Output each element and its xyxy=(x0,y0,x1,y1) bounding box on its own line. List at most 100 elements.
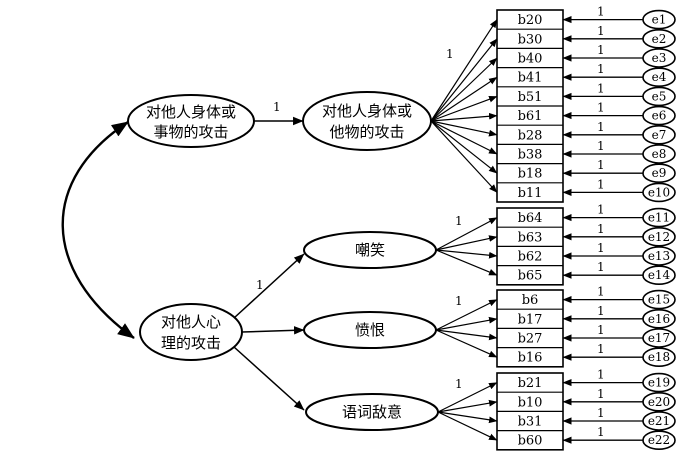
error-weight: 1 xyxy=(597,24,605,38)
loading-path xyxy=(430,120,498,174)
error-label: e11 xyxy=(648,211,670,225)
loading-path xyxy=(435,217,498,251)
error-weight: 1 xyxy=(597,203,605,217)
loading-path xyxy=(435,235,498,251)
loading-path xyxy=(430,120,498,155)
loading-path xyxy=(435,249,498,276)
indicator-label: b63 xyxy=(518,230,543,245)
error-weight: 1 xyxy=(597,285,605,299)
error-label: e20 xyxy=(648,395,670,409)
latent-label: 愤恨 xyxy=(355,321,385,339)
covariance-arc xyxy=(61,120,135,339)
indicator-label: b60 xyxy=(518,434,543,449)
error-label: e22 xyxy=(648,433,670,447)
weight-f4-first: 1 xyxy=(455,377,463,391)
indicator-label: b38 xyxy=(518,148,543,163)
error-weight: 1 xyxy=(597,342,605,356)
loading-path xyxy=(430,120,498,193)
error-label: e5 xyxy=(652,89,667,103)
indicator-label: b10 xyxy=(518,395,543,410)
loading-path xyxy=(435,249,498,259)
error-weight: 1 xyxy=(597,43,605,57)
indicator-label: b31 xyxy=(518,415,543,430)
indicator-label: b62 xyxy=(518,250,543,265)
indicator-label: b21 xyxy=(518,376,543,391)
latent-label-line2: 理的攻击 xyxy=(161,334,221,352)
path-h2-f2 xyxy=(233,253,305,319)
indicator-label: b20 xyxy=(518,13,543,28)
path-h2-f4 xyxy=(233,346,305,411)
error-weight: 1 xyxy=(597,323,605,337)
indicator-label: b30 xyxy=(518,32,543,47)
latent-ridicule: 嘲笑 xyxy=(303,231,437,269)
indicator-label: b18 xyxy=(518,167,543,182)
error-weight: 1 xyxy=(597,387,605,401)
latent-label: 嘲笑 xyxy=(355,241,385,259)
error-label: e13 xyxy=(648,249,670,263)
error-label: e4 xyxy=(652,70,667,84)
loading-path xyxy=(430,95,498,122)
latent-label-line2: 事物的攻击 xyxy=(153,123,228,141)
error-label: e8 xyxy=(652,147,667,161)
error-label: e9 xyxy=(652,166,667,180)
error-weight: 1 xyxy=(597,120,605,134)
error-weight: 1 xyxy=(597,81,605,95)
indicator-label: b17 xyxy=(518,312,543,327)
error-label: e10 xyxy=(648,185,670,199)
indicator-label: b6 xyxy=(522,293,539,308)
error-weight: 1 xyxy=(597,241,605,255)
loading-path xyxy=(430,112,498,122)
error-label: e12 xyxy=(648,230,670,244)
loading-path xyxy=(437,411,498,441)
indicator-label: b40 xyxy=(518,52,543,67)
latent-verbal-hostility: 语词敌意 xyxy=(305,393,439,431)
error-label: e15 xyxy=(648,293,670,307)
error-weight: 1 xyxy=(597,62,605,76)
loading-path xyxy=(435,329,498,341)
indicator-label: b64 xyxy=(518,211,543,226)
weight-h1-f1: 1 xyxy=(273,100,281,114)
error-weight: 1 xyxy=(597,177,605,191)
error-weight: 1 xyxy=(597,139,605,153)
path-h2-f3 xyxy=(241,326,305,335)
error-label: e18 xyxy=(648,350,670,364)
error-weight: 1 xyxy=(597,5,605,19)
weight-f3-first: 1 xyxy=(455,294,463,308)
error-label: e7 xyxy=(652,128,667,142)
weight-h2-f2: 1 xyxy=(256,278,264,292)
error-weight: 1 xyxy=(597,260,605,274)
loading-path xyxy=(437,382,498,413)
latent-factor-physical: 对他人身体或 他物的攻击 xyxy=(302,91,432,151)
error-weight: 1 xyxy=(597,222,605,236)
latent-physical-object-aggression: 对他人身体或 事物的攻击 xyxy=(127,94,255,148)
error-label: e2 xyxy=(652,32,667,46)
error-weight: 1 xyxy=(597,101,605,115)
latent-resentment: 愤恨 xyxy=(303,311,437,349)
error-label: e1 xyxy=(652,13,667,27)
loading-path xyxy=(435,329,498,358)
indicator-label: b65 xyxy=(518,269,543,284)
loading-path xyxy=(430,57,498,122)
error-weight: 1 xyxy=(597,304,605,318)
loading-path xyxy=(435,316,498,331)
latent-label-line1: 对他人心 xyxy=(161,313,221,331)
loading-path xyxy=(430,19,498,122)
error-label: e17 xyxy=(648,331,670,345)
indicator-label: b16 xyxy=(518,351,543,366)
error-weight: 1 xyxy=(597,158,605,172)
error-label: e6 xyxy=(652,109,667,123)
indicator-label: b41 xyxy=(518,71,543,86)
error-label: e3 xyxy=(652,51,667,65)
indicator-label: b11 xyxy=(518,186,543,201)
latent-label-line1: 对他人身体或 xyxy=(146,103,236,121)
latent-label-line1: 对他人身体或 xyxy=(322,102,412,120)
indicator-label: b28 xyxy=(518,128,543,143)
latent-psychological-aggression: 对他人心 理的攻击 xyxy=(139,303,243,361)
latent-label-line2: 他物的攻击 xyxy=(329,123,404,141)
weight-f1-first: 1 xyxy=(446,47,454,61)
weight-f2-first: 1 xyxy=(455,214,463,228)
error-label: e14 xyxy=(648,268,671,282)
